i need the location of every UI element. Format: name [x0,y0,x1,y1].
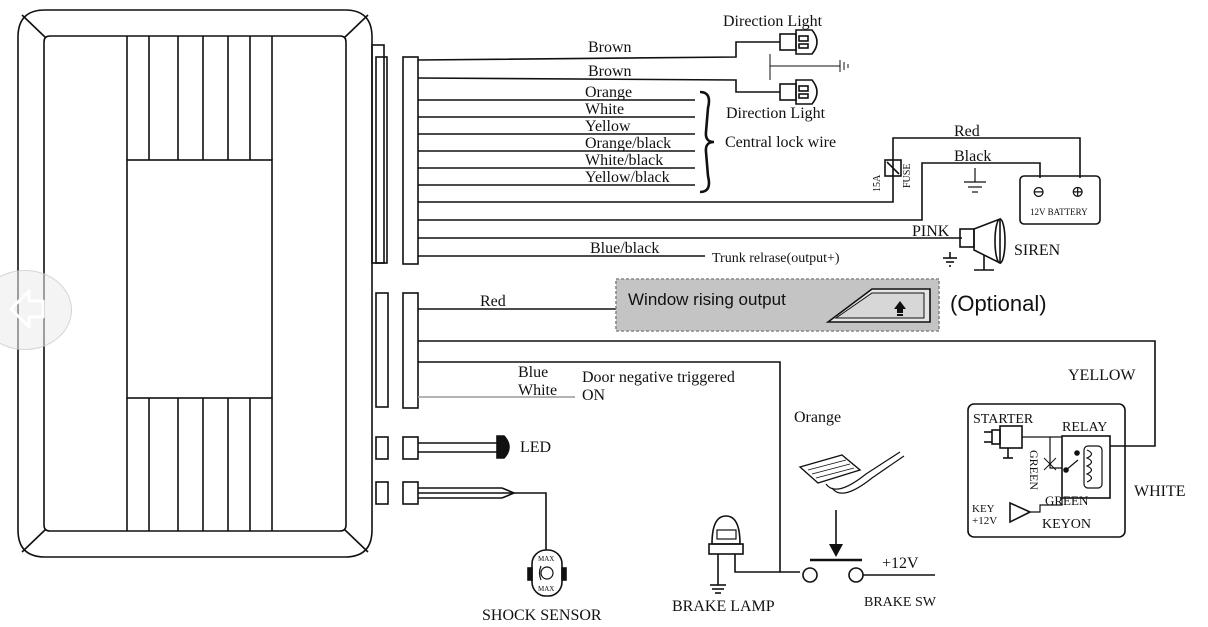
shock-connector [375,481,419,505]
relay-mark [1043,457,1057,471]
window-rising-label: Window rising output [628,290,786,309]
control-unit [17,9,373,558]
green-vertical-label: GREEN [1027,450,1041,490]
relay-box [967,403,1126,538]
brake-orange-label: Orange [794,409,841,426]
relay-internal-wires [1022,436,1063,513]
brake-sw-label: BRAKE SW [864,595,937,610]
door-on-label: ON [582,387,606,404]
key-label: KEY [972,503,995,515]
door-white-label: White [518,382,557,399]
led-label: LED [520,439,551,456]
led-connector [375,436,419,460]
shock-sensor [527,549,567,597]
optional-label: (Optional) [950,291,1047,316]
led-wires [418,442,497,453]
shock-sensor-label: SHOCK SENSOR [482,607,602,624]
keyon-label: KEYON [1042,517,1091,532]
battery [1019,175,1101,225]
direction-light-bottom [779,79,818,105]
siren-label: SIREN [1014,242,1061,259]
brown-wire-2-label: Brown [588,63,632,80]
relay-label: RELAY [1062,420,1107,435]
central-lock-label: Central lock wire [725,134,836,151]
blue-black-wire-label: Blue/black [590,240,659,257]
key-triangle [1009,501,1032,524]
pink-wire-label: PINK [912,223,950,240]
battery-ground [964,168,986,193]
door-blue-label: Blue [518,364,548,381]
arrow-left-icon [9,289,45,329]
black-ground-wire [418,162,1041,221]
trunk-release-label: Trunk relrase(output+) [712,251,840,266]
brown-wire-1 [417,41,780,61]
orange-wire-label: Orange [585,84,632,101]
white-wire-label: White [585,101,624,118]
yellow-relay-wire [418,340,1156,447]
starter-icon [984,425,1023,459]
yellow-black-wire-label: Yellow/black [585,169,670,186]
window-rising-box [615,278,940,332]
direction-light-ground [769,54,849,80]
brake-plus12-label: +12V [882,555,919,572]
fuse-rating-label: 15A [872,174,883,192]
battery-label: 12V BATTERY [1030,207,1088,217]
relay [1061,435,1111,499]
siren-icon [943,217,1006,271]
window-door-connector [375,292,419,409]
direction-light-bottom-label: Direction Light [726,105,826,122]
brake-arrow [810,510,862,562]
brown-wire-1-label: Brown [588,39,632,56]
orange-black-wire-label: Orange/black [585,135,671,152]
green-label: GREEN [1045,493,1089,508]
central-lock-brace [699,90,715,194]
back-navigation-button[interactable] [0,270,72,350]
fuse-label: FUSE [902,164,913,188]
brake-switch [802,567,935,583]
white-black-wire-label: White/black [585,152,663,169]
starter-label: STARTER [973,412,1034,427]
led-icon [496,435,510,459]
door-triggered-label: Door negative triggered [582,369,735,386]
fuse [884,159,902,177]
white-relay-label: WHITE [1134,483,1186,500]
red-power-wire [418,137,1081,203]
brake-pedal-icon [798,451,905,494]
main-connector [371,44,419,265]
shock-wires [418,487,547,550]
window-red-label: Red [480,293,506,310]
battery-black-label: Black [954,148,991,165]
direction-light-top [779,29,818,55]
brake-lamp [708,515,780,594]
yellow-wire-label: Yellow [585,118,631,135]
key-12v-label: +12V [972,515,997,527]
door-blue-wire [418,361,800,573]
shock-max-bottom-label: MAX [538,585,554,593]
shock-max-top-label: MAX [538,555,554,563]
central-lock-wires [418,99,695,186]
battery-plus-icon: ⊕ [1071,184,1084,201]
brown-wire-2 [417,77,780,93]
brake-lamp-label: BRAKE LAMP [672,598,775,615]
direction-light-top-label: Direction Light [723,13,823,30]
battery-red-label: Red [954,123,980,140]
battery-minus-icon: ⊖ [1032,184,1045,201]
yellow-relay-label: YELLOW [1068,367,1136,384]
